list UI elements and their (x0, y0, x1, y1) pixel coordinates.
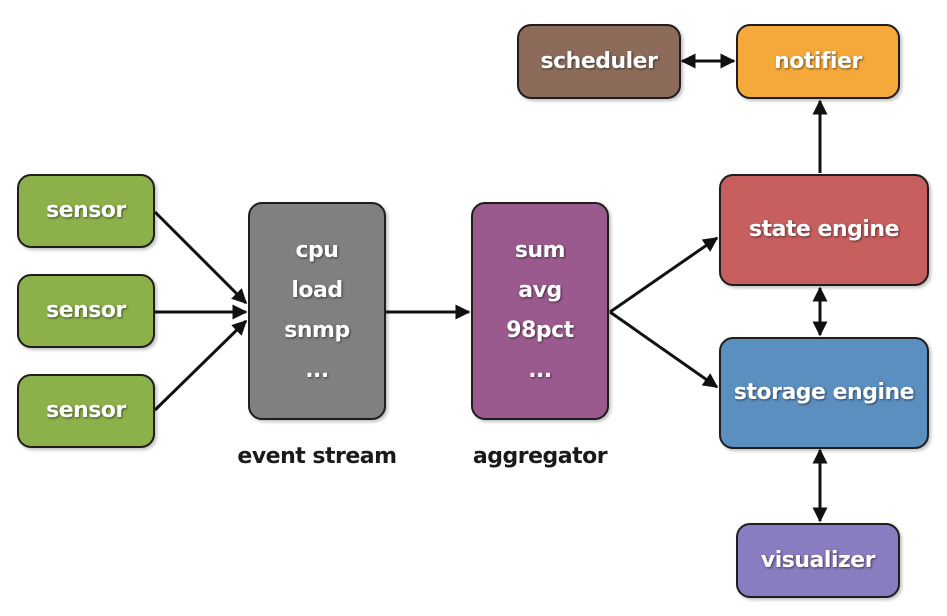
arrow-aggregator-to-storage (609, 310, 719, 389)
state-engine-label: state engine (748, 217, 900, 242)
aggregator-item: avg (518, 278, 562, 303)
storage-engine-label: storage engine (733, 380, 915, 405)
scheduler-node: scheduler (517, 24, 681, 99)
sensor-node-1: sensor (17, 174, 155, 248)
scheduler-label: scheduler (540, 48, 658, 74)
visualizer-label: visualizer (760, 547, 876, 573)
event-item: cpu (295, 238, 339, 263)
event-item: load (291, 278, 343, 303)
state-engine-node: state engine (719, 174, 929, 286)
aggregator-node: sum avg 98pct ... (471, 202, 609, 420)
notifier-node: notifier (736, 24, 900, 99)
sensor-label: sensor (46, 398, 126, 423)
visualizer-node: visualizer (736, 523, 900, 598)
event-stream-label: event stream (237, 444, 397, 469)
arrow-aggregator-to-state (609, 236, 719, 314)
arrow-sensor1-to-stream (153, 210, 248, 305)
notifier-label: notifier (774, 48, 862, 74)
aggregator-label: aggregator (472, 444, 608, 469)
sensor-label: sensor (46, 298, 126, 323)
arrow-sensor3-to-stream (153, 319, 248, 412)
event-stream-node: cpu load snmp ... (248, 202, 386, 420)
aggregator-item: 98pct (506, 318, 574, 343)
event-item: snmp (284, 318, 350, 343)
sensor-node-2: sensor (17, 274, 155, 348)
sensor-node-3: sensor (17, 374, 155, 448)
aggregator-item: ... (528, 358, 552, 383)
sensor-label: sensor (46, 198, 126, 223)
aggregator-item: sum (514, 238, 566, 263)
event-item: ... (305, 358, 329, 383)
storage-engine-node: storage engine (719, 337, 929, 449)
